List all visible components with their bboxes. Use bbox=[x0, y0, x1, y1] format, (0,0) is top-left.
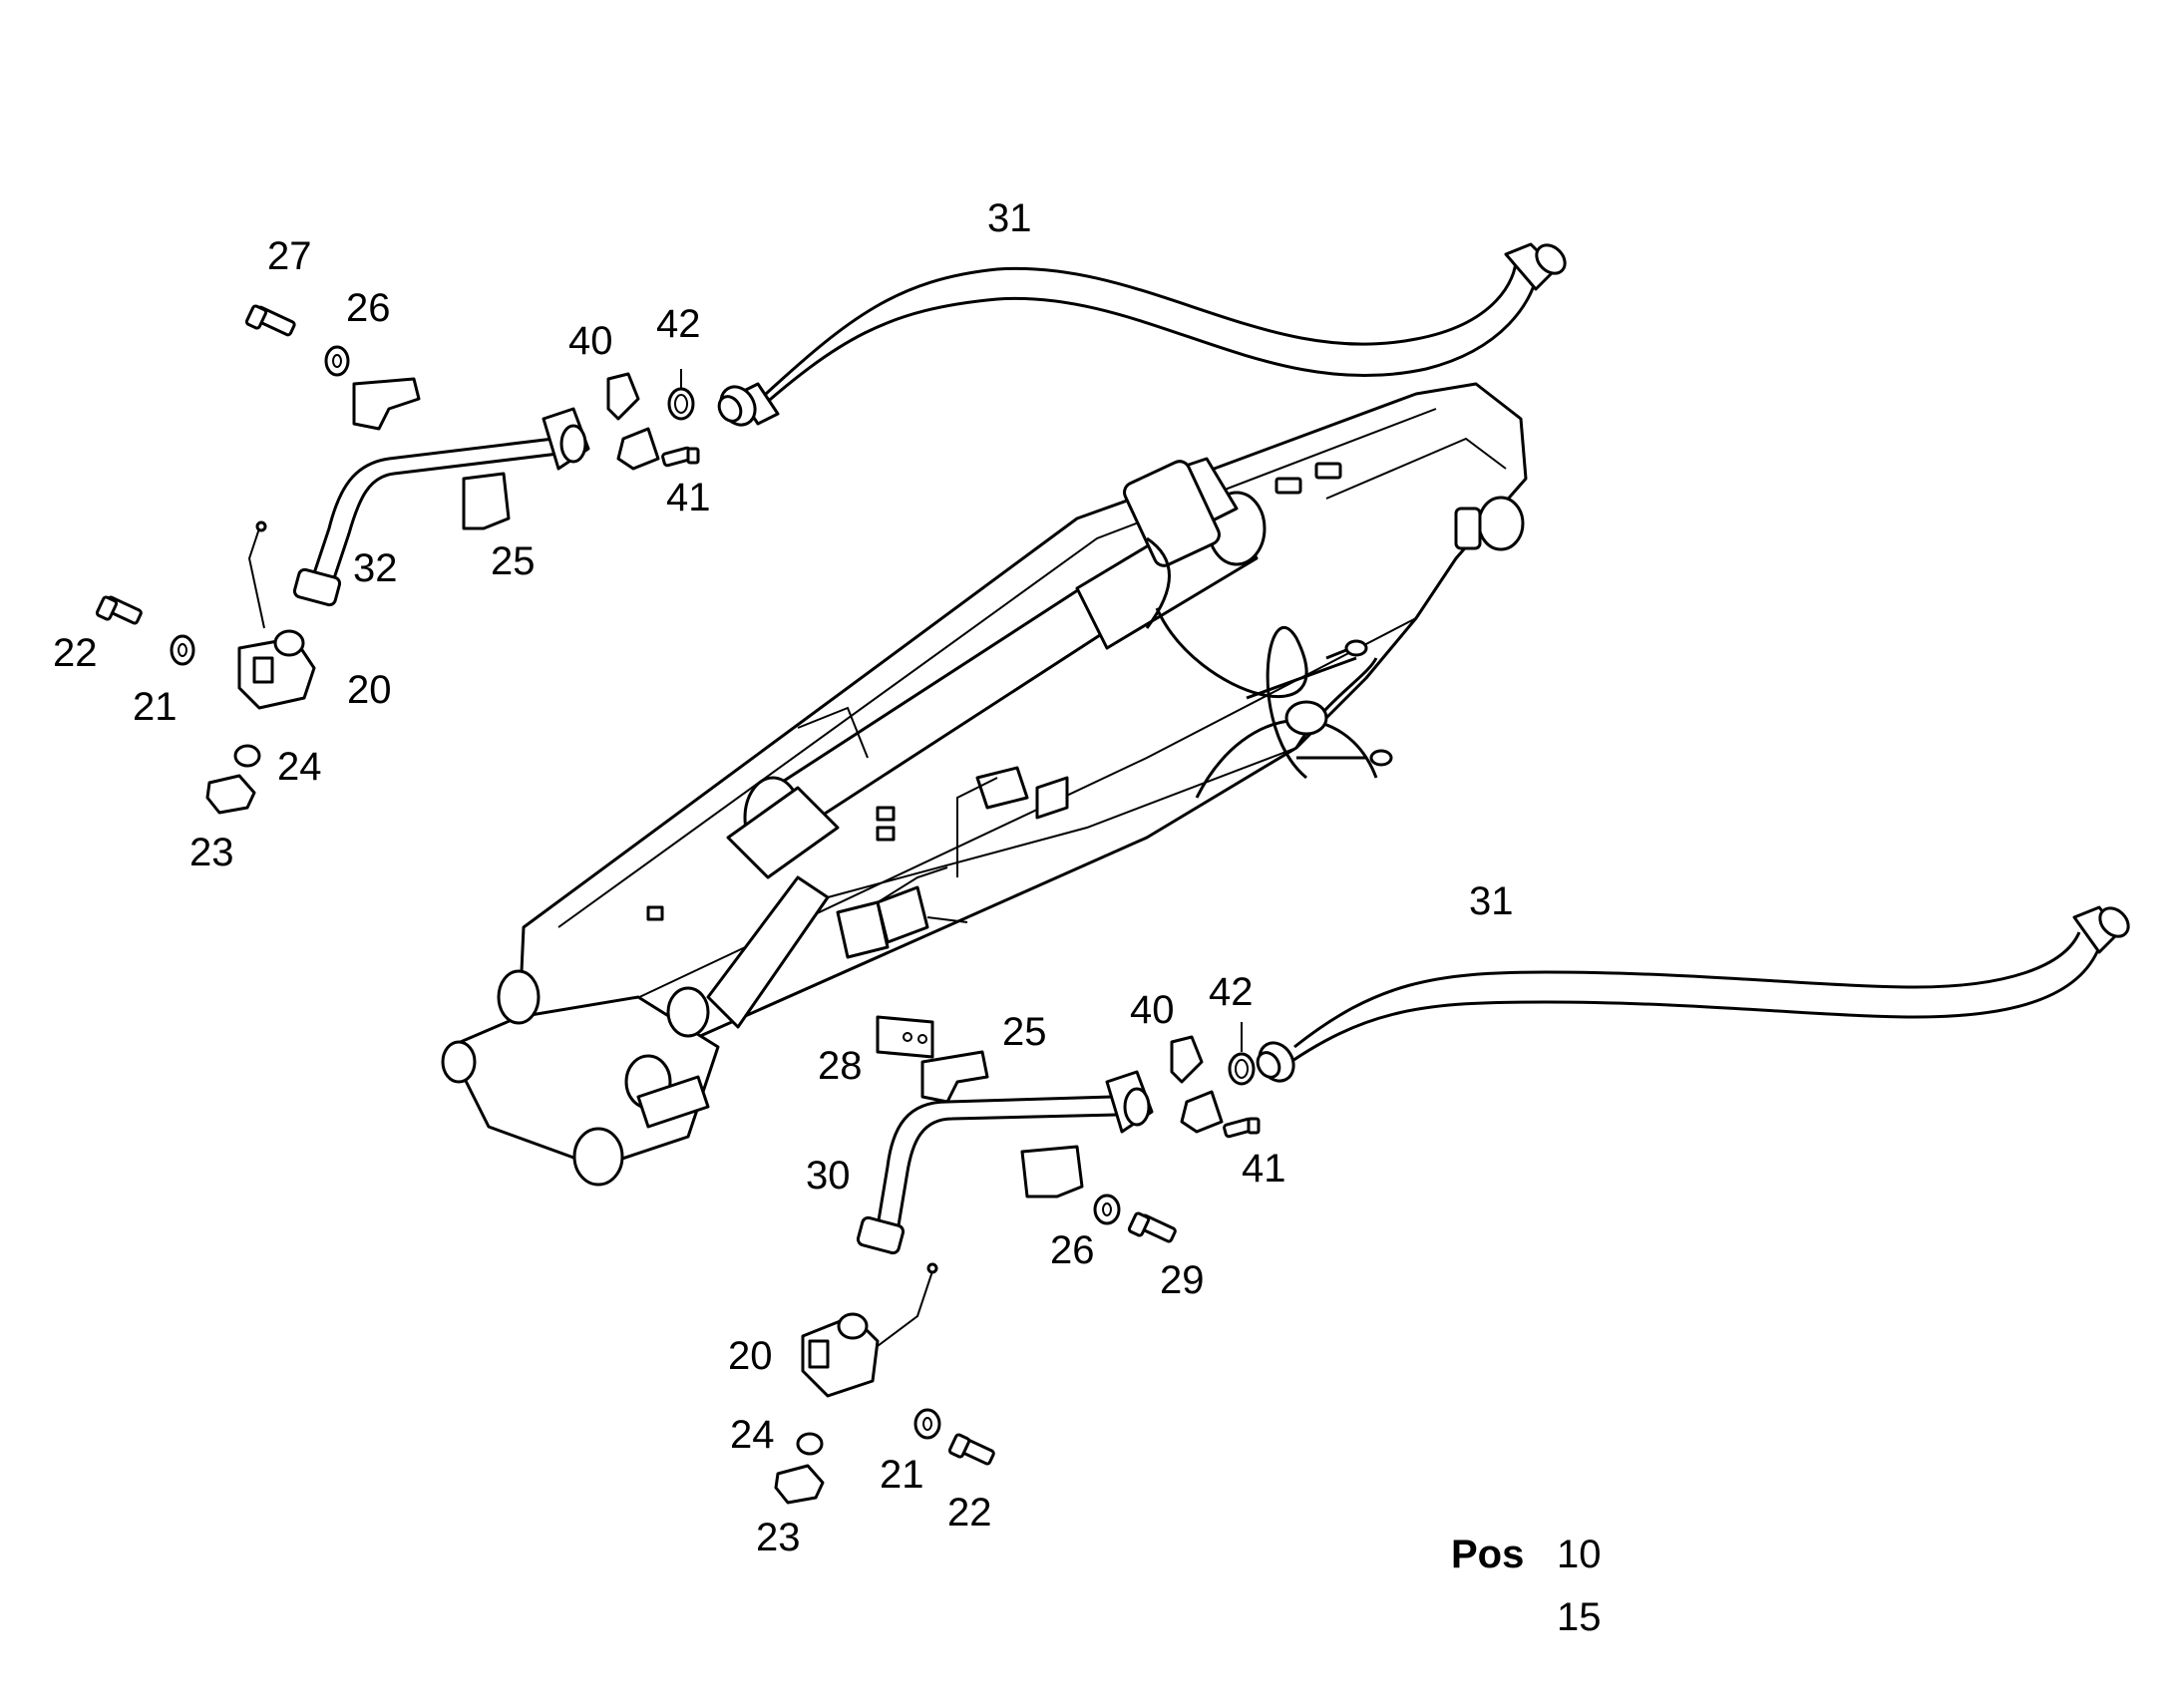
upper-oring-42 bbox=[667, 387, 695, 421]
callout-upper-42: 42 bbox=[656, 302, 701, 346]
lower-washer-26 bbox=[1093, 1194, 1121, 1225]
lower-bolt-22 bbox=[947, 1433, 995, 1466]
pos-value-10: 10 bbox=[1557, 1533, 1602, 1576]
callout-lower-24: 24 bbox=[730, 1413, 775, 1457]
upper-plate-bracket bbox=[352, 377, 421, 431]
upper-parts-group bbox=[95, 242, 1567, 815]
callout-lower-31: 31 bbox=[1469, 879, 1514, 923]
callout-lower-23: 23 bbox=[756, 1516, 801, 1559]
callout-lower-30: 30 bbox=[806, 1154, 851, 1197]
callout-upper-20: 20 bbox=[347, 668, 392, 712]
position-block: Pos 10 15 bbox=[1451, 1533, 1602, 1639]
callout-lower-25: 25 bbox=[1002, 1010, 1047, 1054]
callout-lower-41: 41 bbox=[1242, 1147, 1286, 1191]
upper-hose-31 bbox=[717, 242, 1567, 427]
upper-callouts: 31 27 26 40 42 41 32 25 22 21 20 24 23 bbox=[53, 196, 1032, 874]
lower-nut-23 bbox=[774, 1464, 825, 1505]
upper-bracket-25 bbox=[462, 472, 511, 530]
upper-bolt-22 bbox=[95, 595, 143, 625]
callout-upper-21: 21 bbox=[133, 685, 178, 729]
callout-upper-25: 25 bbox=[491, 539, 536, 583]
callout-upper-22: 22 bbox=[53, 631, 98, 675]
lower-washer-21 bbox=[913, 1408, 941, 1440]
upper-bolt-27 bbox=[244, 304, 296, 337]
upper-screw-41 bbox=[661, 446, 700, 468]
callout-upper-27: 27 bbox=[267, 234, 312, 278]
callout-upper-41: 41 bbox=[666, 476, 711, 519]
lower-bolt-29 bbox=[1127, 1211, 1177, 1243]
upper-valve-20 bbox=[237, 520, 316, 710]
upper-nut-23 bbox=[205, 774, 256, 815]
lower-clamp-28 bbox=[876, 1015, 934, 1059]
callout-upper-24: 24 bbox=[277, 745, 322, 789]
lower-hose-31 bbox=[1256, 905, 2130, 1083]
callout-upper-31: 31 bbox=[987, 196, 1032, 240]
lower-callouts: 31 40 42 28 25 41 30 26 29 20 24 21 22 2… bbox=[728, 879, 1514, 1559]
callout-lower-29: 29 bbox=[1160, 1258, 1205, 1302]
callout-upper-32: 32 bbox=[353, 546, 398, 590]
upper-pipe-32 bbox=[292, 437, 559, 607]
upper-washer-26 bbox=[324, 345, 350, 377]
callout-lower-28: 28 bbox=[818, 1044, 863, 1088]
lower-bracket-25 bbox=[1020, 1145, 1084, 1198]
boom-assembly bbox=[441, 382, 1528, 1187]
callout-lower-21: 21 bbox=[880, 1453, 924, 1497]
callout-upper-26: 26 bbox=[346, 286, 391, 330]
upper-nipple-24 bbox=[233, 744, 261, 768]
callout-lower-42: 42 bbox=[1209, 970, 1254, 1014]
callout-upper-40: 40 bbox=[568, 319, 613, 363]
callout-lower-22: 22 bbox=[947, 1491, 992, 1535]
pos-value-15: 15 bbox=[1557, 1595, 1602, 1639]
lower-oring-42 bbox=[1228, 1052, 1256, 1086]
lower-valve-20 bbox=[801, 1262, 938, 1398]
pos-label: Pos bbox=[1451, 1533, 1524, 1576]
lower-screw-41 bbox=[1223, 1117, 1261, 1139]
callout-upper-23: 23 bbox=[189, 831, 234, 874]
callout-lower-20: 20 bbox=[728, 1334, 773, 1378]
callout-lower-40: 40 bbox=[1130, 988, 1175, 1032]
lower-parts-group bbox=[774, 905, 2130, 1505]
lower-plate-bracket bbox=[920, 1050, 989, 1104]
lower-nipple-24 bbox=[796, 1432, 824, 1456]
callout-lower-26: 26 bbox=[1050, 1228, 1095, 1272]
upper-flange-40 bbox=[542, 372, 660, 471]
lower-flange-40 bbox=[1105, 1035, 1224, 1134]
upper-washer-21 bbox=[170, 634, 195, 666]
